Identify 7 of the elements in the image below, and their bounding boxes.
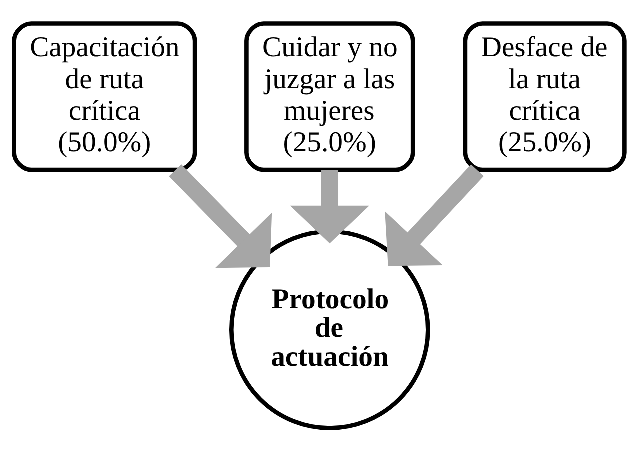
node-circle: Protocolo de actuación	[229, 229, 430, 430]
node-box: Cuidar y no juzgar a las mujeres (25.0%)	[244, 21, 416, 172]
node-box: Capacitación de ruta crítica (50.0%)	[12, 21, 198, 172]
arrow	[169, 164, 272, 268]
arrow	[385, 164, 484, 266]
node-box: Desface de la ruta crítica (25.0%)	[463, 21, 627, 172]
arrow	[290, 170, 370, 244]
